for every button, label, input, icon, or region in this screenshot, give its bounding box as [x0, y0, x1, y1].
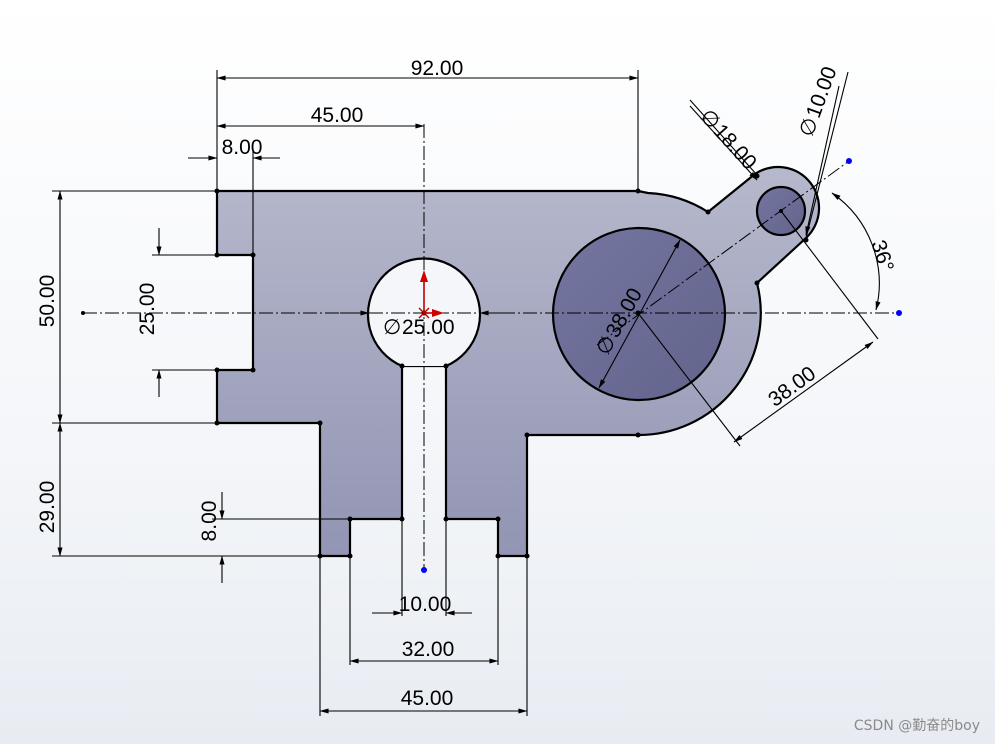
blue-points	[421, 158, 902, 573]
origin-icon	[418, 270, 444, 319]
part-body	[215, 165, 821, 558]
dim-slot-width[interactable]: 10.00	[399, 593, 452, 616]
dim-overall-width[interactable]: 92.00	[411, 57, 464, 80]
dim-lug-outer-diameter[interactable]: ∅ 18.00	[695, 105, 761, 174]
dimension-lines	[57, 75, 881, 714]
dim-inner-width[interactable]: 32.00	[402, 638, 455, 661]
dim-lug-hole-diameter[interactable]: ∅ 10.00	[795, 64, 841, 140]
dim-hole-offset[interactable]: 45.00	[311, 104, 364, 127]
dim-arc-distance[interactable]: 38.00	[764, 362, 820, 412]
svg-text:18.00: 18.00	[709, 120, 761, 174]
dim-foot-height[interactable]: 8.00	[198, 501, 221, 542]
dim-slot-depth[interactable]: 8.00	[222, 136, 263, 159]
dim-leg-width[interactable]: 45.00	[401, 687, 454, 710]
watermark-text: CSDN @勤奋的boy	[854, 718, 980, 734]
dim-left-height[interactable]: 50.00	[36, 275, 59, 328]
sketch-vertices	[81, 173, 809, 559]
svg-text:10.00: 10.00	[802, 64, 842, 121]
dim-lower-height[interactable]: 29.00	[36, 481, 59, 534]
dim-notch-height[interactable]: 25.00	[136, 283, 159, 336]
svg-text:∅: ∅	[383, 316, 401, 339]
dim-lug-angle[interactable]: 36°	[866, 237, 898, 274]
dim-hole-diameter[interactable]: ∅ 25.00	[383, 316, 455, 339]
svg-text:25.00: 25.00	[402, 316, 455, 339]
